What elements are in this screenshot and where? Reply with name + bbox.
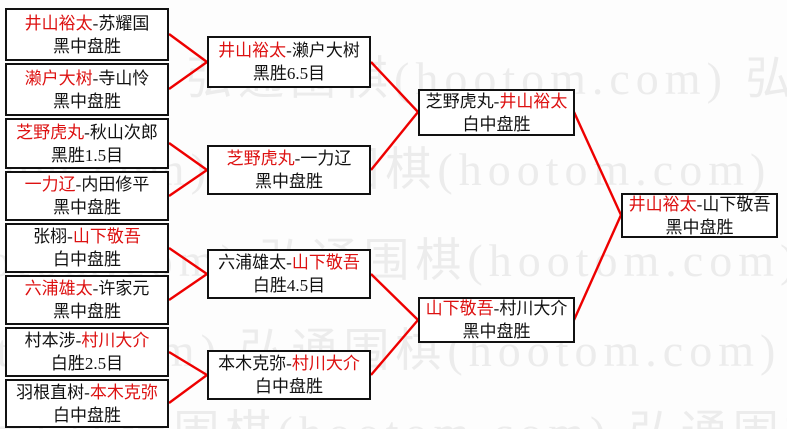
match-players: 芝野虎丸-井山裕太 bbox=[426, 90, 568, 113]
player-b: -许家元 bbox=[92, 279, 150, 298]
player-b: -寺山怜 bbox=[92, 68, 150, 88]
player-b: 村川大介 bbox=[291, 354, 360, 373]
match-players: 羽根直树-本木克弥 bbox=[16, 381, 158, 404]
player-a: 本木克弥- bbox=[218, 354, 292, 373]
connector-line bbox=[370, 319, 419, 376]
match-box-r1-3: 芝野虎丸-秋山次郎 黑胜1.5目 bbox=[5, 118, 169, 169]
connector-line bbox=[168, 142, 208, 171]
match-result: 黑胜1.5目 bbox=[50, 145, 124, 165]
player-a: 张栩- bbox=[33, 227, 73, 246]
match-players: 芝野虎丸-秋山次郎 bbox=[16, 121, 158, 144]
match-box-sf-2: 山下敬吾-村川大介 黑中盘胜 bbox=[418, 297, 575, 343]
match-players: 一力辽-内田修平 bbox=[25, 173, 150, 196]
connector-line bbox=[572, 111, 623, 216]
connector-line bbox=[168, 61, 208, 90]
player-a: 芝野虎丸- bbox=[425, 91, 500, 111]
player-a: 芝野虎丸 bbox=[226, 149, 295, 168]
match-box-r2-3: 六浦雄太-山下敬吾 白胜4.5目 bbox=[207, 249, 371, 299]
match-box-r1-6: 六浦雄太-许家元 黑中盘胜 bbox=[5, 275, 169, 325]
match-result: 黑中盘胜 bbox=[255, 172, 323, 191]
player-b: -濑户大树 bbox=[286, 41, 360, 60]
player-b: 山下敬吾 bbox=[72, 227, 141, 246]
match-box-r1-2: 濑户大树-寺山怜 黑中盘胜 bbox=[5, 63, 169, 116]
player-b: 本木克弥 bbox=[89, 382, 158, 402]
connector-line bbox=[168, 273, 208, 301]
connector-line bbox=[168, 169, 208, 197]
match-box-r1-4: 一力辽-内田修平 黑中盘胜 bbox=[5, 171, 169, 221]
connector-line bbox=[168, 33, 208, 63]
player-a: 一力辽 bbox=[24, 175, 76, 194]
match-result: 黑中盘胜 bbox=[665, 217, 734, 237]
player-b: -秋山次郎 bbox=[84, 122, 158, 142]
match-result: 黑中盘胜 bbox=[53, 91, 121, 111]
player-a: 芝野虎丸 bbox=[16, 122, 85, 142]
match-result: 白中盘胜 bbox=[53, 250, 121, 269]
match-players: 濑户大树-寺山怜 bbox=[25, 67, 150, 90]
player-a: 濑户大树 bbox=[24, 68, 93, 88]
connector-line bbox=[370, 111, 419, 171]
match-players: 山下敬吾-村川大介 bbox=[426, 297, 568, 320]
match-box-r2-1: 井山裕太-濑户大树 黑胜6.5目 bbox=[207, 36, 371, 88]
match-result: 黑中盘胜 bbox=[462, 322, 531, 341]
match-box-r1-5: 张栩-山下敬吾 白中盘胜 bbox=[5, 223, 169, 273]
player-b: -一力辽 bbox=[294, 149, 352, 168]
player-a: 井山裕太 bbox=[24, 13, 93, 33]
player-b: -苏耀国 bbox=[92, 13, 150, 33]
connector-line bbox=[370, 61, 419, 113]
match-result: 白中盘胜 bbox=[462, 114, 531, 134]
match-players: 芝野虎丸-一力辽 bbox=[227, 147, 352, 170]
match-players: 六浦雄太-许家元 bbox=[25, 277, 150, 300]
match-players: 井山裕太-濑户大树 bbox=[218, 39, 360, 62]
match-result: 白胜2.5目 bbox=[50, 354, 124, 373]
player-a: 羽根直树- bbox=[16, 382, 90, 402]
player-a: 村本涉- bbox=[24, 331, 82, 350]
connector-line bbox=[370, 273, 419, 321]
player-b: -村川大介 bbox=[493, 299, 568, 318]
connector-line bbox=[572, 214, 623, 321]
player-b: 山下敬吾 bbox=[291, 253, 360, 272]
player-a: 六浦雄太- bbox=[218, 253, 292, 272]
player-a: 井山裕太 bbox=[628, 194, 697, 214]
match-box-r2-2: 芝野虎丸-一力辽 黑中盘胜 bbox=[207, 145, 371, 195]
player-b: 村川大介 bbox=[81, 331, 150, 350]
connector-line bbox=[168, 350, 208, 377]
connector-line bbox=[168, 374, 208, 404]
match-players: 村本涉-村川大介 bbox=[25, 329, 150, 352]
player-a: 井山裕太 bbox=[218, 41, 287, 60]
match-players: 本木克弥-村川大介 bbox=[218, 352, 360, 375]
match-players: 张栩-山下敬吾 bbox=[33, 225, 141, 248]
player-b: -内田修平 bbox=[75, 175, 150, 194]
match-box-r1-1: 井山裕太-苏耀国 黑中盘胜 bbox=[5, 8, 169, 61]
connector-line bbox=[168, 247, 208, 275]
match-result: 黑中盘胜 bbox=[53, 302, 121, 321]
match-players: 六浦雄太-山下敬吾 bbox=[218, 251, 360, 274]
match-result: 白胜4.5目 bbox=[252, 276, 326, 295]
player-a: 山下敬吾 bbox=[425, 299, 494, 318]
match-box-final: 井山裕太-山下敬吾 黑中盘胜 bbox=[621, 193, 778, 238]
match-players: 井山裕太-苏耀国 bbox=[25, 12, 150, 35]
match-players: 井山裕太-山下敬吾 bbox=[629, 193, 771, 216]
player-b: -山下敬吾 bbox=[696, 194, 771, 214]
match-result: 黑中盘胜 bbox=[53, 36, 121, 56]
match-box-sf-1: 芝野虎丸-井山裕太 白中盘胜 bbox=[418, 89, 575, 136]
match-result: 黑胜6.5目 bbox=[252, 64, 326, 83]
player-a: 六浦雄太 bbox=[24, 279, 93, 298]
player-b: 井山裕太 bbox=[499, 91, 568, 111]
match-box-r1-8: 羽根直树-本木克弥 白中盘胜 bbox=[5, 379, 169, 428]
match-result: 白中盘胜 bbox=[53, 405, 121, 425]
match-result: 白中盘胜 bbox=[255, 377, 323, 396]
match-box-r1-7: 村本涉-村川大介 白胜2.5目 bbox=[5, 327, 169, 377]
match-result: 黑中盘胜 bbox=[53, 198, 121, 217]
match-box-r2-4: 本木克弥-村川大介 白中盘胜 bbox=[207, 350, 371, 400]
